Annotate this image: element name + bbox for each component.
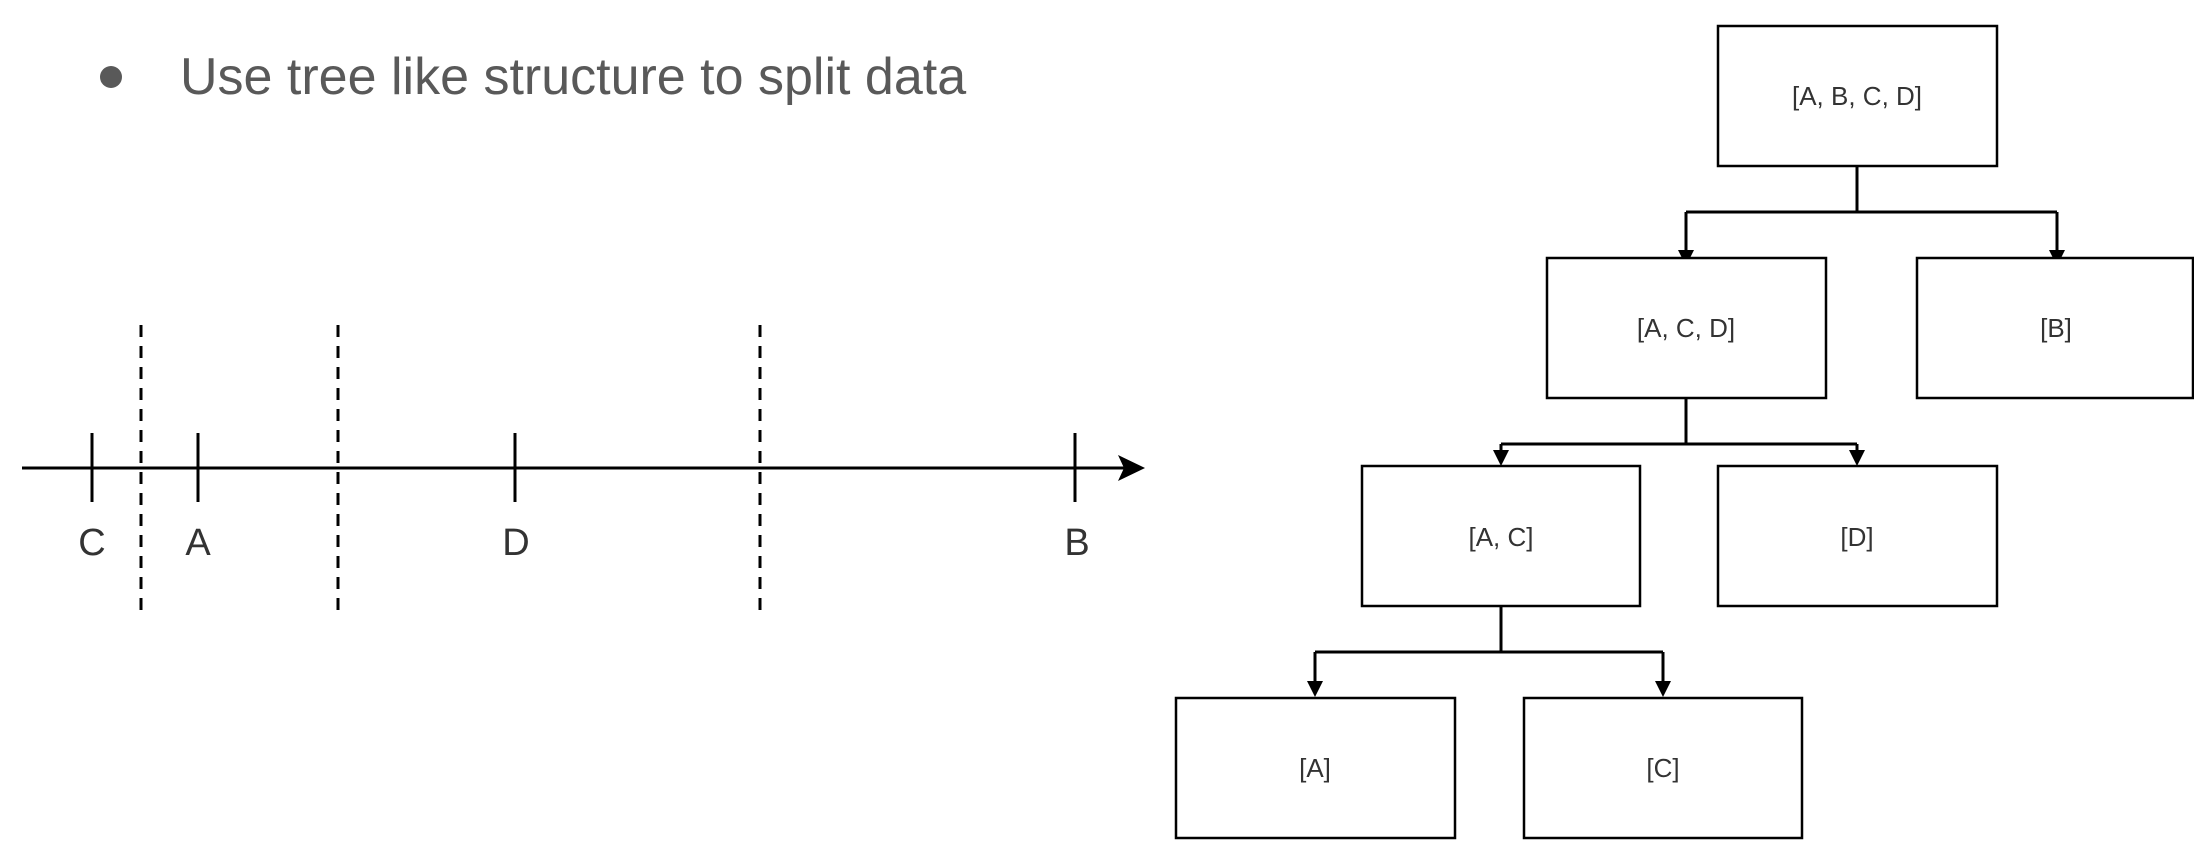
node-label: [A]	[1299, 753, 1331, 783]
node-label: [A, B, C, D]	[1792, 81, 1922, 111]
tree-node-root: [A, B, C, D]	[1716, 24, 1999, 168]
tree-node-a: [A]	[1174, 696, 1457, 840]
bullet-dot-icon	[100, 66, 122, 88]
tree-connectors	[1313, 166, 2059, 684]
tree-node-acd: [A, C, D]	[1545, 256, 1828, 400]
arrowhead-down-icon	[1849, 450, 1865, 466]
node-box	[1716, 464, 1999, 608]
tree-node-b: [B]	[1915, 256, 2194, 400]
tree-node-c: [C]	[1522, 696, 1804, 840]
node-box	[1174, 696, 1457, 840]
node-box	[1522, 696, 1804, 840]
axis-label-d: D	[502, 522, 529, 564]
arrowhead-down-icon	[1493, 450, 1509, 466]
node-box	[1360, 464, 1642, 608]
node-label: [A, C]	[1468, 522, 1533, 552]
node-label: [D]	[1840, 522, 1873, 552]
bullet-text: Use tree like structure to split data	[180, 48, 967, 106]
axis-label-c: C	[78, 522, 105, 564]
node-box	[1716, 24, 1999, 168]
number-line: C A D B	[22, 325, 1145, 612]
node-box	[1915, 256, 2194, 400]
axis-label-b: B	[1064, 522, 1089, 564]
tree-node-ac: [A, C]	[1360, 464, 1642, 608]
node-label: [C]	[1646, 753, 1679, 783]
arrowhead-down-icon	[1655, 681, 1671, 697]
bullet-item: Use tree like structure to split data	[100, 42, 966, 112]
arrowhead-down-icon	[1307, 681, 1323, 697]
tree-node-d: [D]	[1716, 464, 1999, 608]
node-label: [A, C, D]	[1637, 313, 1735, 343]
tree-nodes: [A, B, C, D] [A, C, D] [B] [A, C] [D] [A…	[1174, 24, 2194, 840]
node-label: [B]	[2040, 313, 2072, 343]
axis-arrow-icon	[1118, 455, 1145, 481]
axis-label-a: A	[185, 522, 211, 564]
node-box	[1545, 256, 1828, 400]
